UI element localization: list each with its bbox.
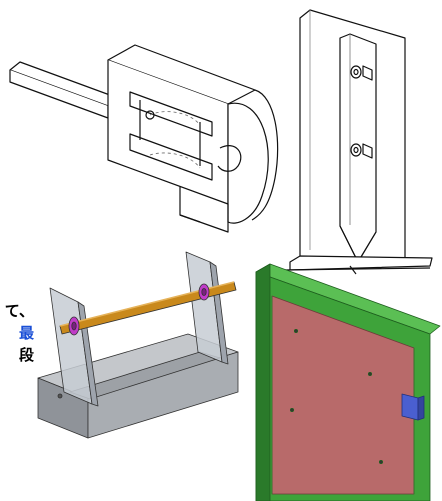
- shaft-fixture-model: [37, 251, 239, 439]
- side-text-line-1: て、: [4, 302, 34, 320]
- shaft-clamp-wireframe: [9, 44, 279, 233]
- side-text-line-2: 最: [18, 324, 34, 342]
- side-text-line-3: 段: [18, 346, 34, 364]
- green-frame-panel-model: [255, 263, 441, 501]
- blade-bracket-plate: [283, 9, 433, 275]
